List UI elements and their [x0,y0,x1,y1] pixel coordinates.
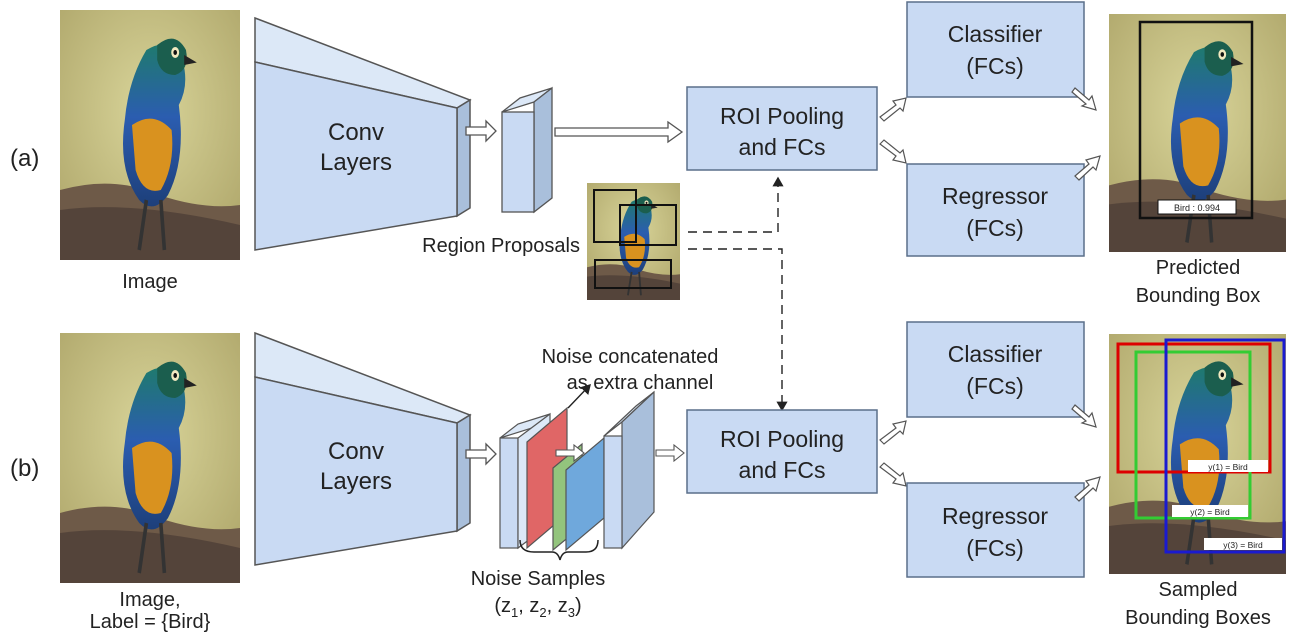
row-a-output-caption-1: Predicted [1156,257,1241,279]
row-a-feature-to-roi-arrow [554,120,684,144]
row-b-stack-arrows [555,443,685,463]
row-b-image-caption-2: Label = {Bird} [90,611,211,632]
row-a-predicted-box [1138,20,1254,220]
row-a-classifier-label-1: Classifier [948,21,1043,47]
row-b-roi-label-1: ROI Pooling [720,426,844,452]
row-a-image-caption: Image [122,271,178,293]
row-a-input-image [60,10,240,260]
sample-label-1: y(1) = Bird [1208,462,1248,472]
proposal-box-2 [619,204,677,246]
row-b-conv-layers [254,331,472,566]
row-b-sampled-image [1109,334,1286,574]
region-proposals-image [585,181,682,302]
row-b-input-image [60,333,240,583]
row-a-regressor-label-2: (FCs) [966,215,1023,241]
row-a-roi-box [686,86,878,171]
noise-z-label: (z1, z2, z3) [494,595,581,620]
row-b-feature-stack [499,390,655,552]
row-a-regressor-box [906,163,1085,257]
noise-note-line-2: as extra channel [567,372,714,394]
row-b-roi-to-heads-arrows [879,420,907,487]
row-a-feature-map [501,86,553,214]
row-a-regressor-label-1: Regressor [942,183,1048,209]
row-a-label: (a) [10,145,39,172]
noise-brace [519,539,599,561]
row-a-output-caption-2: Bounding Box [1136,285,1261,307]
noise-note-pointer [567,383,591,409]
sample-label-3: y(3) = Bird [1223,540,1263,550]
row-b-conv-label-1: Conv [328,438,384,465]
row-b-conv-label-2: Layers [320,468,392,495]
row-a-conv-label-1: Conv [328,119,384,146]
sample-box-blue [1164,338,1286,554]
row-a-classifier-label-2: (FCs) [966,53,1023,79]
row-b-regressor-box [906,482,1085,578]
row-b-label: (b) [10,455,39,482]
row-a-classifier-box [906,1,1085,98]
row-b-roi-box [686,409,878,494]
row-b-classifier-label-2: (FCs) [966,373,1023,399]
row-a-roi-label-2: and FCs [739,134,826,160]
row-b-regressor-label-1: Regressor [942,503,1048,529]
row-b-roi-label-2: and FCs [739,457,826,483]
row-a-detection-label: Bird : 0.994 [1174,203,1220,213]
proposal-box-1 [593,189,637,243]
row-a-conv-label-2: Layers [320,149,392,176]
sample-box-green [1134,350,1252,520]
row-a-conv-layers [254,16,472,251]
row-b-classifier-box [906,321,1085,418]
row-b-classifier-label-1: Classifier [948,341,1043,367]
row-b-heads-to-output-arrows [1071,404,1101,502]
row-a-heads-to-output-arrows [1071,87,1101,181]
proposal-box-3 [594,259,672,289]
row-a-roi-to-heads-arrows [879,97,907,164]
row-b-output-caption-2: Bounding Boxes [1125,607,1271,629]
region-proposals-label: Region Proposals [422,235,580,257]
sample-label-2: y(2) = Bird [1190,507,1230,517]
noise-samples-label: Noise Samples [471,568,606,590]
row-a-predicted-image [1109,14,1286,252]
row-a-roi-label-1: ROI Pooling [720,103,844,129]
proposal-connectors [688,176,788,412]
row-b-conv-to-feature-arrow [465,442,497,466]
row-b-image-caption-1: Image, [119,589,180,611]
noise-note-line-1: Noise concatenated [542,346,719,368]
row-a-conv-to-feature-arrow [465,119,497,143]
row-b-regressor-label-2: (FCs) [966,535,1023,561]
row-b-output-caption-1: Sampled [1159,579,1238,601]
